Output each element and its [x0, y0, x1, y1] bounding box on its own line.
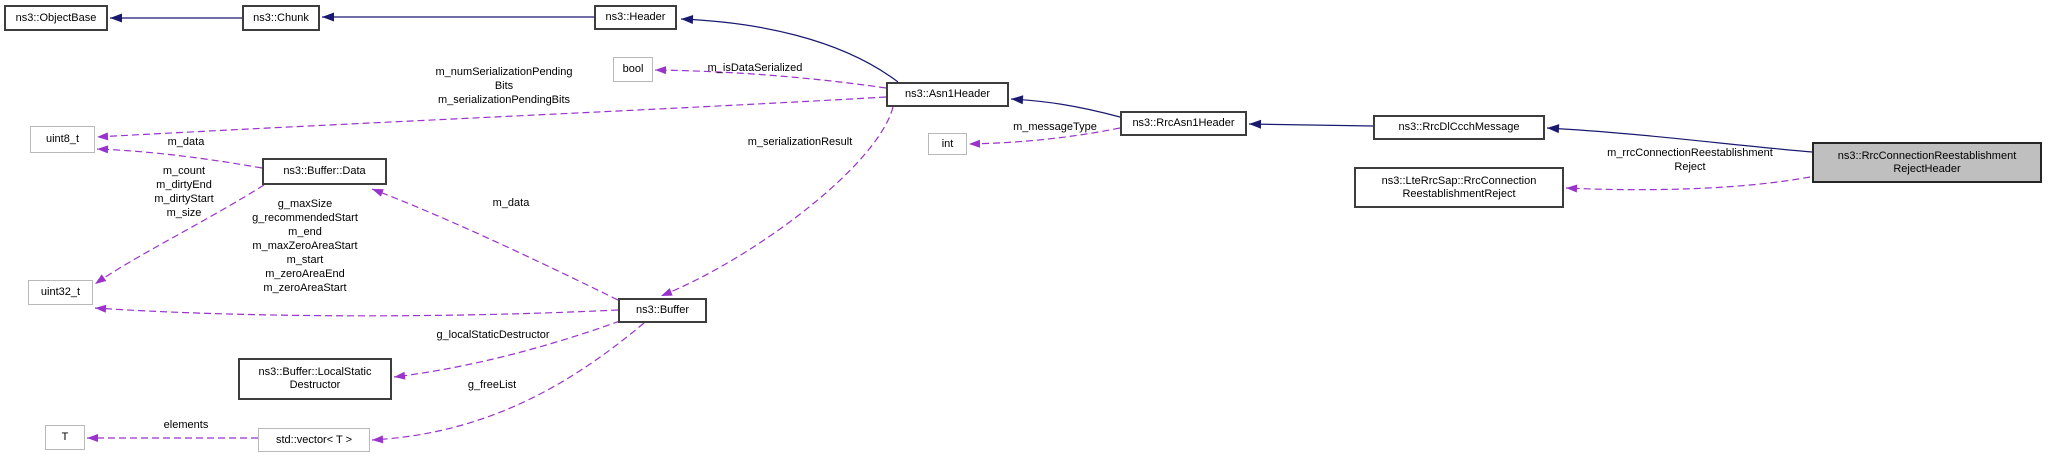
edge-asn1header-to-uint8	[96, 96, 887, 141]
class-node-buffer-data[interactable]: ns3::Buffer::Data	[262, 158, 387, 185]
edge-label-bufferdata-uint32-members: m_count m_dirtyEnd m_dirtyStart m_size	[154, 165, 214, 219]
edge-mainclass-to-rrcdlccchmessage	[1546, 124, 1813, 153]
edge-buffer-to-uint32	[94, 304, 619, 317]
class-node-rrcasn1header[interactable]: ns3::RrcAsn1Header	[1120, 111, 1247, 136]
edge-asn1header-to-buffer	[660, 106, 894, 297]
edge-buffer-to-bufferdata	[371, 188, 619, 301]
type-node-uint32-t: uint32_t	[28, 280, 93, 305]
class-node-rrcdlccchmessage[interactable]: ns3::RrcDlCcchMessage	[1373, 115, 1545, 140]
edge-asn1header-to-bool	[654, 66, 887, 89]
type-node-bool: bool	[613, 57, 653, 82]
type-node-int: int	[928, 133, 967, 155]
edge-label-serialization-result: m_serializationResult	[747, 136, 853, 148]
edge-asn1header-to-header	[680, 14, 899, 83]
edge-label-m-data-top: m_data	[167, 136, 205, 148]
class-node-header[interactable]: ns3::Header	[594, 5, 677, 30]
edge-label-local-static-destructor: g_localStaticDestructor	[436, 329, 550, 341]
edge-label-buffer-uint32-members: g_maxSize g_recommendedStart m_end m_max…	[252, 198, 358, 294]
edge-label-message-type: m_messageType	[1013, 121, 1097, 133]
edge-label-rrc-connection-reestablishment-reject: m_rrcConnectionReestablishment Reject	[1607, 147, 1773, 173]
type-node-uint8-t: uint8_t	[30, 126, 95, 153]
edge-rrcasn1header-to-int	[968, 127, 1121, 148]
class-node-objectbase[interactable]: ns3::ObjectBase	[4, 5, 108, 31]
class-node-asn1header[interactable]: ns3::Asn1Header	[886, 82, 1009, 107]
edge-rrcdlccchmessage-to-rrcasn1header	[1248, 119, 1374, 129]
edge-bufferdata-to-uint8	[96, 145, 263, 169]
edge-label-is-data-serialized: m_isDataSerialized	[707, 62, 803, 74]
usage-edges	[87, 66, 1811, 444]
class-node-buffer[interactable]: ns3::Buffer	[618, 298, 707, 323]
class-node-lterrcsap-rrcconnectionreestablishmentreject[interactable]: ns3::LteRrcSap::RrcConnection Reestablis…	[1354, 167, 1564, 208]
edge-mainclass-to-lterrcsap	[1565, 176, 1811, 193]
type-node-t: T	[45, 425, 85, 450]
edge-rrcasn1header-to-asn1header	[1010, 95, 1121, 118]
edge-label-serialization-pending-bits: m_numSerializationPending Bits m_seriali…	[435, 66, 573, 106]
class-node-rrcconnectionreestablishmentrejectheader-main: ns3::RrcConnectionReestablishment Reject…	[1812, 142, 2042, 183]
edge-bufferdata-to-uint32	[94, 184, 265, 285]
edge-label-elements: elements	[163, 419, 209, 431]
edge-label-m-data-bottom: m_data	[492, 197, 530, 209]
type-node-std-vector: std::vector< T >	[258, 428, 370, 452]
class-node-chunk[interactable]: ns3::Chunk	[242, 5, 320, 31]
edge-label-free-list: g_freeList	[467, 379, 517, 391]
class-node-buffer-localstaticdestructor[interactable]: ns3::Buffer::LocalStatic Destructor	[238, 358, 392, 400]
inheritance-edges	[110, 12, 1813, 153]
